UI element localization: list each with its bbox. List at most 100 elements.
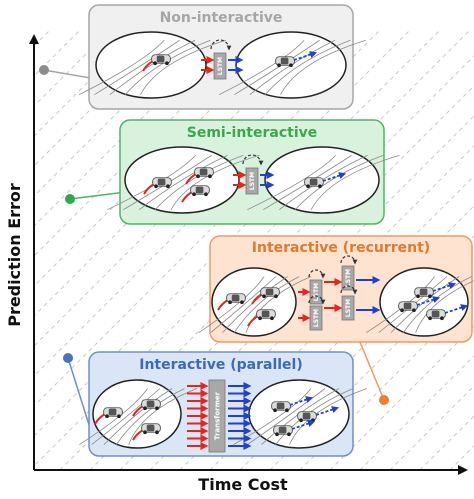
car-wheel <box>416 294 420 299</box>
car-wheel <box>318 184 322 189</box>
panels-layer: Non-interactiveLSTMSemi-interactiveLSTMI… <box>39 4 474 457</box>
car-icon <box>273 425 293 437</box>
panel-connector <box>43 69 90 79</box>
lane-line <box>140 39 226 95</box>
lane-line <box>94 39 180 96</box>
lane-line <box>154 154 244 210</box>
panel-title: Non-interactive <box>160 10 283 26</box>
module-label: LSTM <box>345 269 352 287</box>
future-arrow <box>432 282 457 292</box>
car-icon <box>271 401 291 413</box>
lane-line <box>91 388 161 445</box>
car-wheel <box>153 61 157 66</box>
lane-line <box>294 154 384 210</box>
module-label: LSTM <box>313 283 320 301</box>
car-window <box>302 412 311 420</box>
lane-line <box>124 39 211 95</box>
car-icon <box>398 301 418 313</box>
lane-line <box>128 388 197 445</box>
car-wheel <box>275 432 279 437</box>
car-window <box>231 294 240 302</box>
car-window <box>431 310 440 318</box>
future-arrow <box>293 51 318 61</box>
car-icon <box>226 293 246 305</box>
module-label: LSTM <box>217 57 224 75</box>
panel-marker-dot <box>65 194 75 204</box>
lane-line <box>123 154 212 211</box>
model-module: LSTM <box>309 305 323 331</box>
module-label: Transformer <box>213 391 221 440</box>
car-icon <box>414 287 434 299</box>
car-icon <box>426 309 446 321</box>
car-icon <box>152 177 172 189</box>
lane-line <box>115 388 185 445</box>
lane-line <box>247 388 326 445</box>
car-wheel <box>287 432 291 437</box>
panel-marker-dot <box>63 353 73 363</box>
module-box <box>208 379 226 453</box>
car-wheel <box>299 418 303 423</box>
future-arrow <box>444 304 469 314</box>
car-window <box>403 302 412 310</box>
car-window <box>265 288 274 296</box>
car-window <box>419 288 428 296</box>
car-icon <box>190 185 210 197</box>
future-arrow <box>416 296 441 306</box>
car-window <box>108 408 117 416</box>
lane-line <box>139 154 228 211</box>
car-wheel <box>428 316 432 321</box>
car-wheel <box>412 308 416 313</box>
car-wheel <box>117 414 121 419</box>
car-icon <box>141 399 161 411</box>
car-window <box>199 168 208 176</box>
lane-line <box>170 154 260 210</box>
lane-line <box>103 388 173 445</box>
car-icon <box>275 56 295 68</box>
car-icon <box>194 167 214 179</box>
car-wheel <box>285 408 289 413</box>
future-arrow <box>322 172 347 182</box>
car-wheel <box>274 294 278 299</box>
future-arrow <box>291 420 316 430</box>
lane-line <box>218 39 305 96</box>
panel-marker-dot <box>379 395 389 405</box>
car-window <box>276 402 285 410</box>
lane-line <box>109 39 196 96</box>
lane-line <box>78 39 165 96</box>
car-window <box>195 186 204 194</box>
car-window <box>261 310 270 318</box>
y-axis-label: Prediction Error <box>5 183 24 327</box>
car-window <box>146 424 155 432</box>
lane-line <box>280 39 366 95</box>
car-wheel <box>306 184 310 189</box>
car-wheel <box>400 308 404 313</box>
recurrence-loop <box>308 269 326 279</box>
car-window <box>146 400 155 408</box>
car-wheel <box>196 174 200 179</box>
car-icon <box>260 287 280 299</box>
car-wheel <box>208 174 212 179</box>
car-wheel <box>428 294 432 299</box>
panel-par: Interactive (parallel)Transformer <box>63 351 368 457</box>
lane-line <box>378 276 448 333</box>
model-module: LSTM <box>309 279 323 305</box>
car-wheel <box>155 406 159 411</box>
module-label: LSTM <box>313 309 320 327</box>
car-icon <box>256 309 276 321</box>
car-wheel <box>289 63 293 68</box>
lane-line <box>390 276 460 333</box>
car-wheel <box>440 316 444 321</box>
car-wheel <box>262 294 266 299</box>
car-wheel <box>270 316 274 321</box>
module-label: LSTM <box>249 172 256 190</box>
panel-connector <box>67 357 90 426</box>
future-arrow <box>315 406 340 416</box>
car-wheel <box>204 192 208 197</box>
panel-title: Semi-interactive <box>187 125 318 141</box>
lane-line <box>210 276 277 333</box>
car-icon <box>297 411 317 423</box>
